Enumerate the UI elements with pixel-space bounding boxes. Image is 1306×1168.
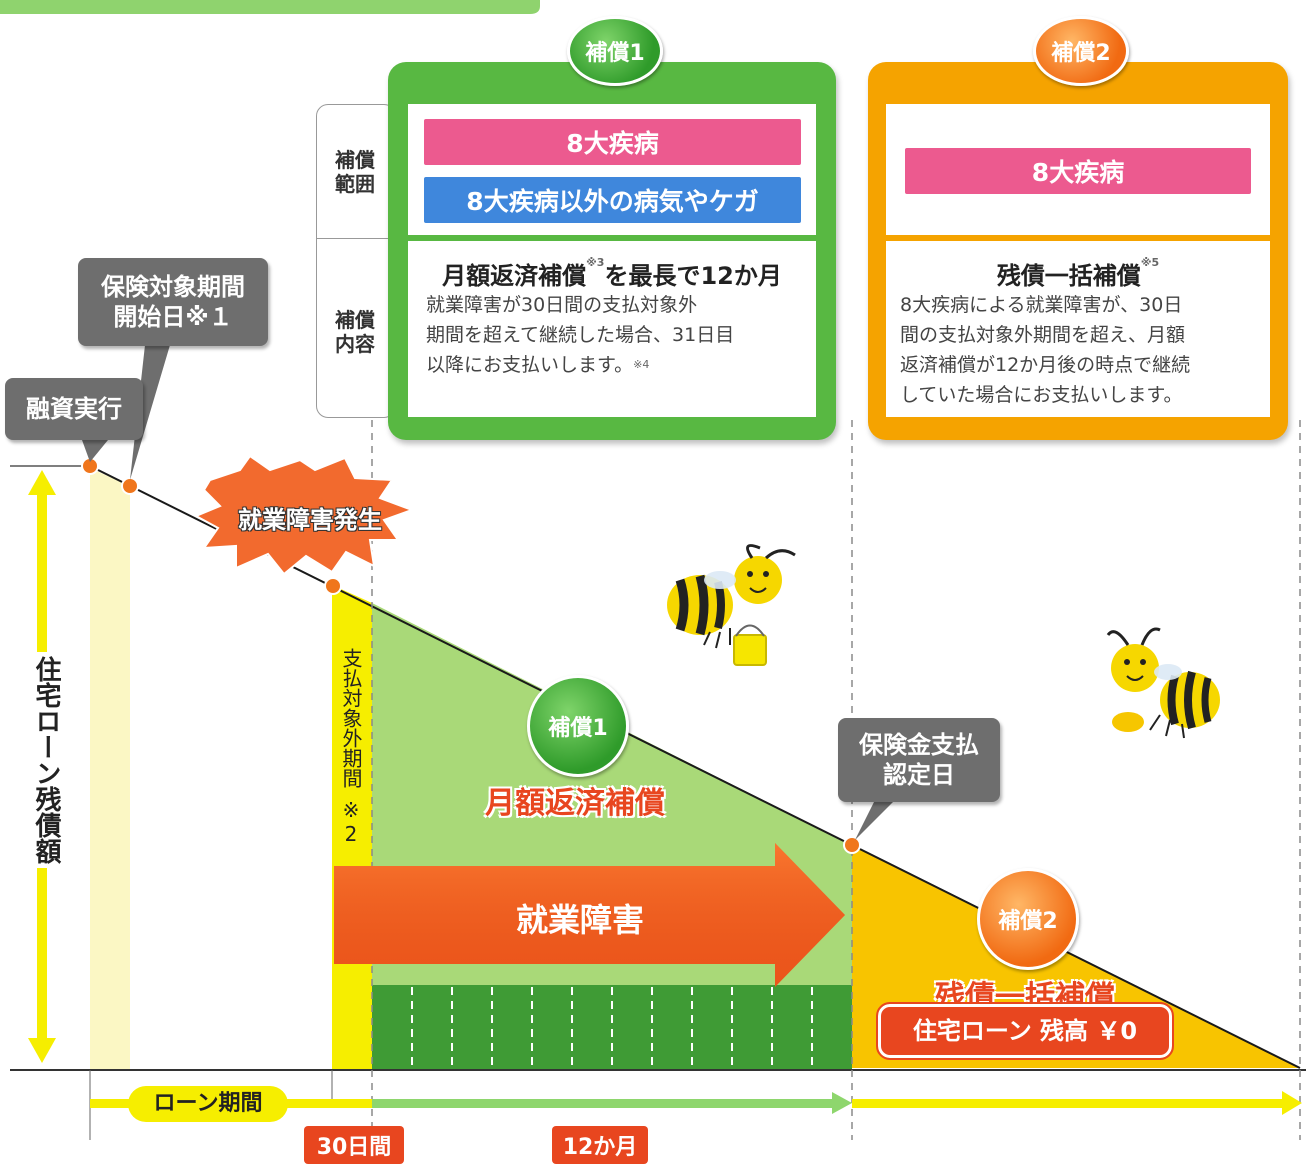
eight-diseases-bar-1: 8大疾病 bbox=[424, 119, 801, 165]
coverage-scope-label: 補償 範囲 bbox=[335, 148, 375, 196]
other-illness-bar: 8大疾病以外の病気やケガ bbox=[424, 177, 801, 223]
monthly-band bbox=[372, 985, 852, 1070]
payment-approval-callout: 保険金支払 認定日 bbox=[838, 718, 1000, 802]
zero-balance-box: 住宅ローン 残高 ￥0 bbox=[876, 1002, 1174, 1060]
loan-period-label: ローン期間 bbox=[128, 1086, 288, 1122]
disability-arrow-label: 就業障害 bbox=[515, 901, 644, 939]
twelve-months-tag: 12か月 bbox=[552, 1126, 648, 1164]
y-axis-label: 住宅ローン残債額 bbox=[28, 652, 65, 868]
monthly-compensation-badge: 補償1 bbox=[527, 675, 629, 777]
row-divider bbox=[316, 238, 394, 239]
eight-diseases-bar-2: 8大疾病 bbox=[905, 148, 1251, 194]
lump-sum-badge: 補償2 bbox=[977, 868, 1079, 970]
burst-shape bbox=[193, 454, 415, 576]
compensation-2-title: 残債一括補償※5 bbox=[996, 256, 1160, 290]
timeline-12months bbox=[372, 1099, 837, 1108]
loan-execution-callout: 融資実行 bbox=[5, 378, 143, 440]
timeline-rest bbox=[852, 1099, 1285, 1108]
header-banner-edge bbox=[0, 0, 540, 14]
coverage-content-label: 補償 内容 bbox=[335, 308, 375, 356]
compensation-1-badge: 補償1 bbox=[567, 16, 663, 86]
compensation-2-badge: 補償2 bbox=[1033, 16, 1129, 86]
row-label-frame bbox=[316, 104, 396, 418]
monthly-compensation-label: 月額返済補償 bbox=[485, 786, 665, 821]
bee-2-illustration bbox=[1106, 627, 1220, 739]
compensation-1-description: 就業障害が30日間の支払対象外 期間を超えて継続した場合、31日目 以降にお支払… bbox=[426, 294, 735, 376]
compensation-2-description: 8大疾病による就業障害が、30日 間の支払対象外期間を超え、月額 返済補償が12… bbox=[900, 294, 1191, 406]
thirty-days-tag: 30日間 bbox=[304, 1126, 404, 1164]
coverage-area bbox=[130, 486, 332, 1070]
waiting-period-label: 支払対象外期間※2 bbox=[339, 648, 363, 846]
bee-1-illustration bbox=[667, 544, 796, 666]
disability-onset-label: 就業障害発生 bbox=[238, 506, 382, 534]
pre-coverage-area bbox=[90, 468, 130, 1070]
insurance-start-callout: 保険対象期間 開始日※１ bbox=[78, 258, 268, 346]
compensation-2-content-box bbox=[886, 241, 1270, 417]
compensation-1-title: 月額返済補償※3を最長で12か月 bbox=[442, 256, 782, 290]
compensation-1-content-box bbox=[408, 241, 816, 417]
